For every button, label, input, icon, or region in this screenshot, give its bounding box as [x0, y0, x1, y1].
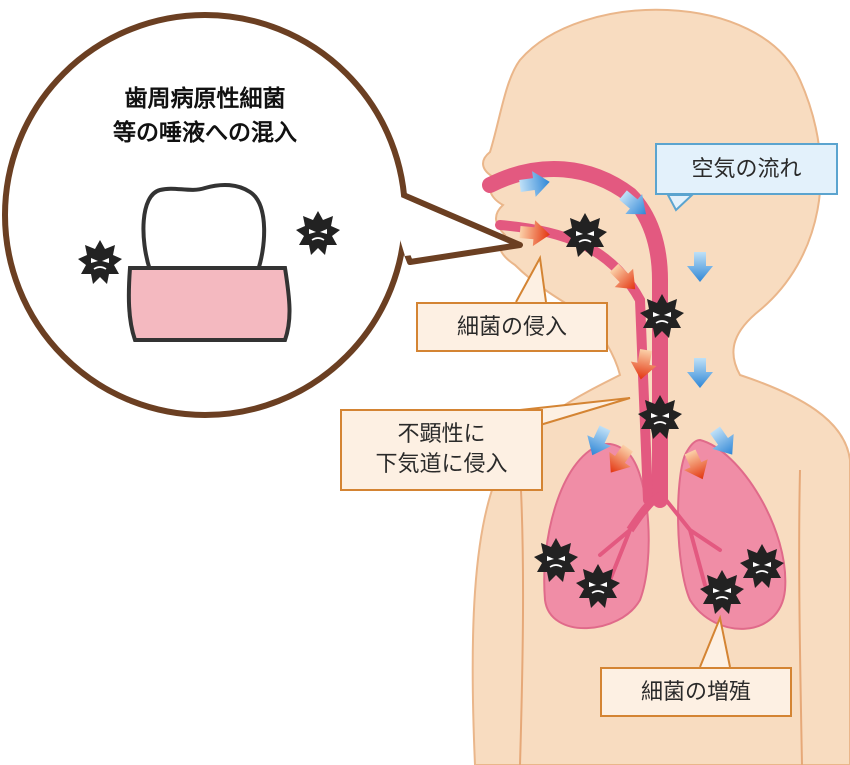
tooth-icon — [126, 182, 292, 342]
silent-aspiration-line1: 不顕性に — [397, 422, 486, 447]
bacteria-growth-label: 細菌の増殖 — [600, 667, 792, 717]
silent-aspiration-label: 不顕性に 下気道に侵入 — [340, 409, 543, 491]
label-pointers — [515, 194, 731, 668]
bacteria-growth-text: 細菌の増殖 — [640, 680, 751, 705]
callout-title-line1: 歯周病原性細菌 — [124, 86, 286, 112]
bacteria-entry-text: 細菌の侵入 — [456, 315, 567, 340]
callout-title-line2: 等の唾液への混入 — [113, 120, 297, 146]
silent-aspiration-line2: 下気道に侵入 — [375, 452, 508, 477]
bacteria-entry-label: 細菌の侵入 — [416, 302, 608, 352]
air-flow-text: 空気の流れ — [691, 157, 802, 182]
air-flow-label: 空気の流れ — [655, 143, 838, 195]
callout-title: 歯周病原性細菌 等の唾液への混入 — [45, 82, 365, 150]
